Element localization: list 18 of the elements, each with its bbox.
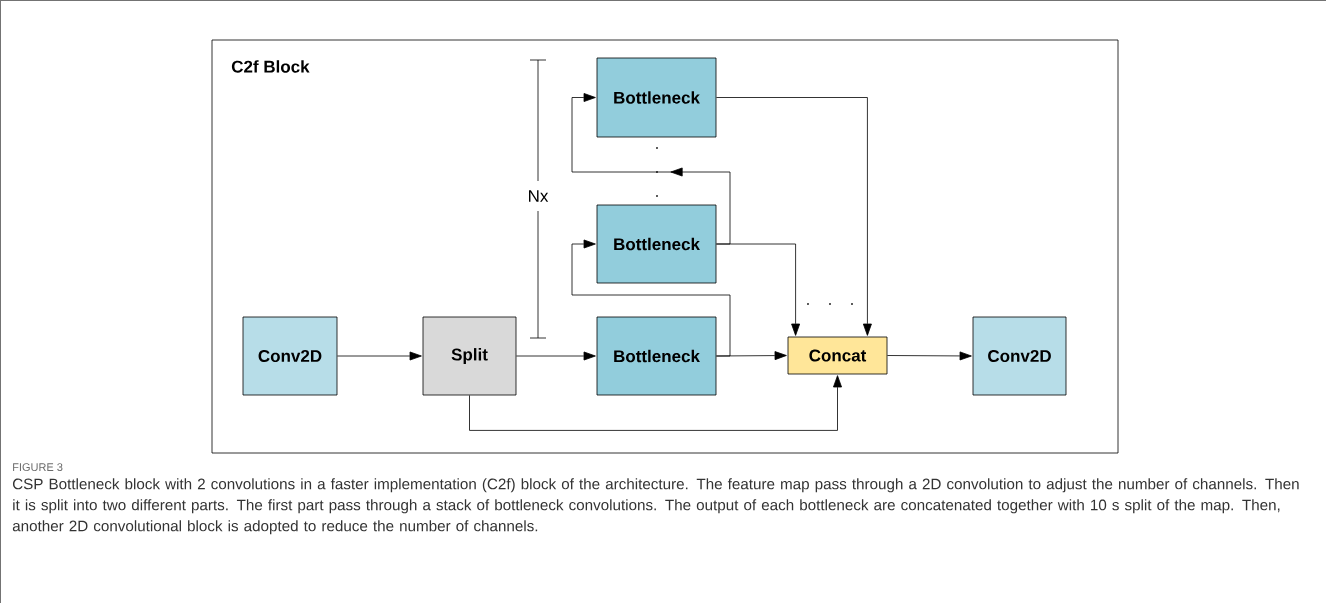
arrow (469, 375, 842, 431)
dimension-label: Nx (529, 190, 549, 202)
arrow (571, 239, 731, 357)
arrow (571, 93, 731, 245)
bottleneck-box: Bottleneck (596, 57, 717, 138)
arrow (516, 351, 596, 361)
arrow (337, 351, 422, 361)
concat-box: Concat (787, 336, 888, 375)
figure-number: FIGURE 3 (13, 463, 63, 471)
caption: CSP Bottleneck block with 2 convolutions in a faster implementation (C2f) block of the architecture. The feature map pass through a 2D convolution to adjust the number of channels. Then it is split into two different parts. The first part pass through a stack of bottleneck convolutions. The output of each bottleneck are concatenated together with 10 s split of the map. Then, another 2D convolutional block is adopted to reduce the number of channels. (12, 478, 1299, 535)
arrow (716, 97, 872, 336)
conv-box: Conv2D (242, 316, 338, 396)
bottleneck-box: Bottleneck (596, 316, 717, 396)
conv-box: Conv2D (972, 316, 1067, 396)
split-box: Split (422, 316, 517, 396)
arrow (716, 243, 801, 336)
bottleneck-box: Bottleneck (596, 204, 717, 284)
arrow (887, 351, 972, 361)
